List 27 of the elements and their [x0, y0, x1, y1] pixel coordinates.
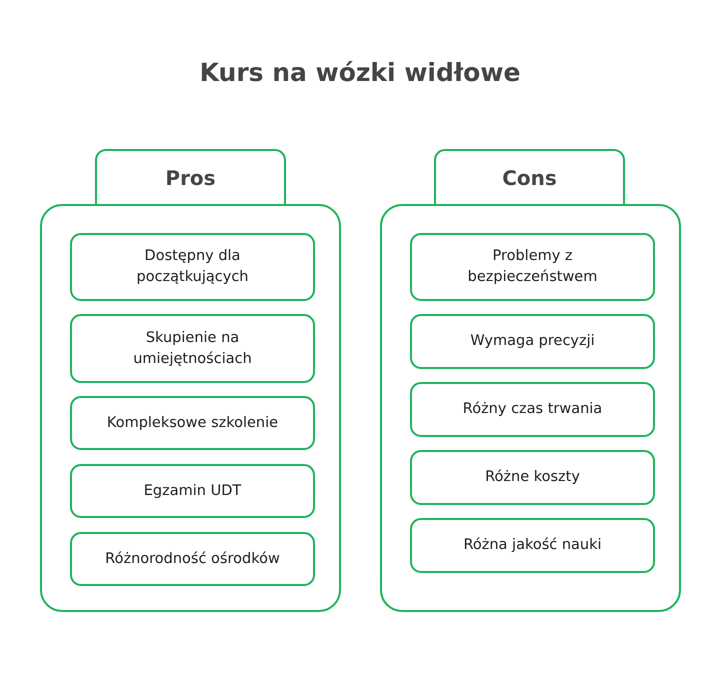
- item-text: Różne koszty: [485, 468, 580, 487]
- item-text: Różnorodność ośrodków: [105, 550, 280, 568]
- diagram-title: Kurs na wózki widłowe: [200, 57, 520, 89]
- item-text: Wymaga precyzji: [470, 332, 595, 351]
- item-text: Skupienie na umiejętnościach: [132, 328, 253, 368]
- panel: [380, 204, 681, 612]
- item-text: Egzamin UDT: [144, 482, 242, 500]
- panel: [40, 204, 341, 612]
- tab-heading: Pros: [165, 166, 216, 190]
- header-tab: [95, 149, 286, 205]
- item-text: Dostępny dla początkujących: [136, 247, 250, 287]
- list-item-card: [70, 532, 315, 586]
- list-item-card: [410, 450, 655, 505]
- list-item-card: [410, 518, 655, 573]
- list-item-card: [70, 396, 315, 450]
- header-tab: [434, 149, 625, 205]
- list-item-card: [410, 314, 655, 369]
- item-text: Problemy z bezpieczeństwem: [466, 247, 598, 287]
- list-item-card: [70, 233, 315, 301]
- list-item-card: [410, 382, 655, 437]
- item-text: Różny czas trwania: [462, 400, 602, 419]
- list-item-card: [70, 464, 315, 518]
- tab-heading: Cons: [502, 166, 557, 190]
- list-item-card: [410, 233, 655, 301]
- item-text: Kompleksowe szkolenie: [106, 414, 278, 432]
- item-text: Różna jakość nauki: [463, 536, 602, 555]
- list-item-card: [70, 314, 315, 383]
